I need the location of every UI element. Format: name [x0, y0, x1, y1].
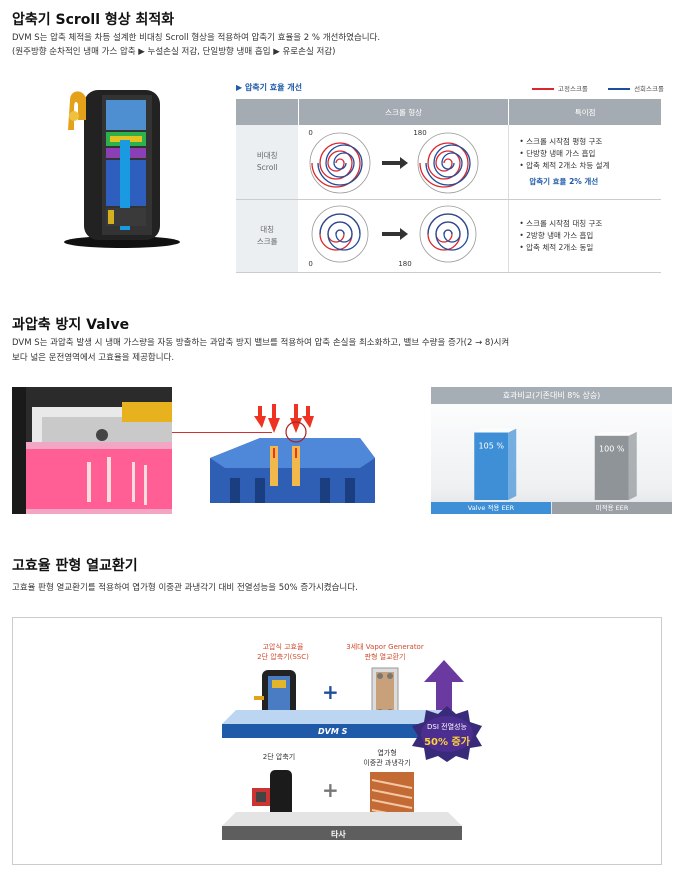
bar-value-label: 100 % — [599, 445, 625, 454]
caption-double-tube: 엽가형 이중관 과냉각기 — [363, 749, 411, 767]
feature-item: • 압축 체적 2개소 차등 설계 — [519, 161, 610, 170]
features-asymmetric: • 스크롤 시작점 평형 구조 • 단방향 냉매 가스 흡입 • 압축 체적 2… — [508, 125, 661, 200]
table-row-asymmetric: 비대칭 Scroll 0 180 — [236, 125, 661, 200]
row-label-line2: Scroll — [256, 163, 278, 172]
bar-side — [508, 428, 517, 500]
bar-top — [474, 428, 517, 433]
scroll-shape-symmetric: 0 180 — [298, 199, 510, 273]
section-desc-line2: 보다 넓은 운전영역에서 고효율을 제공합니다. — [12, 353, 175, 363]
feature-item: • 단방향 냉매 가스 흡입 — [519, 149, 596, 158]
feature-highlight: 압축기 효율 2% 개선 — [529, 177, 599, 186]
row-label-symmetric: 대칭 스크롤 — [236, 199, 299, 273]
caption-vapor-generator: 3세대 Vapor Generator 판형 열교환기 — [346, 643, 424, 661]
section-desc-line2: (원주방향 순차적인 냉매 가스 압축 ▶ 누설손실 저감, 단일방향 냉매 흡… — [12, 47, 336, 57]
row-label-line1: 비대칭 — [256, 151, 278, 160]
feature-item: • 압축 체적 2개소 동일 — [519, 243, 594, 252]
angle-label-0: 0 — [308, 129, 313, 137]
scroll-diagram-asymmetric — [309, 132, 479, 194]
scroll-comparison-table: 스크롤 형상 특이점 비대칭 Scroll 0 180 — [236, 99, 661, 273]
bar-value-label: 105 % — [479, 442, 505, 451]
legend: 고정스크롤 선회스크롤 — [532, 83, 664, 93]
valve-closeup-image — [12, 387, 172, 514]
bar-side — [628, 431, 637, 500]
angle-label-180: 180 — [398, 260, 412, 268]
pointer-line — [172, 432, 272, 433]
table-row-symmetric: 대칭 스크롤 0 180 — [236, 199, 661, 273]
platform-label-others: 타사 — [331, 830, 346, 839]
features-symmetric: • 스크롤 시작점 대칭 구조 • 2방향 냉매 가스 흡입 • 압축 체적 2… — [508, 199, 661, 273]
feature-item: • 스크롤 시작점 평형 구조 — [519, 137, 603, 146]
arrow-icon — [382, 157, 409, 169]
panel-title: ▶ 압축기 효율 개선 — [236, 83, 303, 92]
bar-category-label: Valve 적용 EER — [431, 502, 551, 514]
section-desc-line1: 고효율 판형 열교환기를 적용하여 엽가형 이중관 과냉각기 대비 전열성능을 … — [12, 583, 358, 593]
arrow-up-icon — [254, 406, 266, 428]
arrow-up-icon — [290, 404, 302, 433]
2stage-compressor-image — [252, 770, 292, 820]
legend-fixed-swatch — [532, 88, 554, 90]
performance-badge — [412, 706, 482, 762]
arrow-up-icon — [302, 406, 314, 428]
legend-orbiting-swatch — [608, 88, 631, 90]
table-header-feature: 특이점 — [508, 99, 661, 125]
caption-2stage-compressor: 2단 압축기 — [262, 753, 296, 761]
bar-1: 100 % — [594, 431, 637, 500]
section-desc-line1: DVM S는 과압축 발생 시 냉매 가스량을 자동 방출하는 과압축 방지 밸… — [12, 338, 510, 348]
arrow-icon — [382, 228, 409, 240]
section-title-scroll: 압축기 Scroll 형상 최적화 — [12, 12, 175, 28]
section-title-valve: 과압축 방지 Valve — [12, 317, 130, 333]
section-desc-line1: DVM S는 압축 체적을 차등 설계한 비대칭 Scroll 형상을 적용하여… — [12, 33, 381, 43]
angle-label-0: 0 — [308, 260, 313, 268]
bar-top — [594, 431, 637, 436]
platform-dvm-s — [222, 710, 462, 738]
bar-front — [474, 432, 509, 500]
feature-item: • 2방향 냉매 가스 흡입 — [519, 231, 594, 240]
row-label-line1: 대칭 — [260, 225, 275, 234]
feature-item: • 스크롤 시작점 대칭 구조 — [519, 219, 603, 228]
valve-cross-section-image — [210, 404, 375, 503]
arrow-up-icon — [424, 660, 464, 710]
legend-orbiting-label: 선회스크롤 — [634, 85, 664, 93]
plus-sign: + — [322, 778, 339, 802]
scroll-diagram-symmetric — [311, 205, 477, 263]
chart-title: 효과비교(기존대비 8% 상승) — [431, 387, 672, 404]
bar-category-label: 미적용 EER — [552, 502, 672, 514]
badge-line2: 50% 증가 — [424, 737, 470, 748]
platform-label-dvm-s: DVM S — [318, 727, 348, 736]
ssc-compressor-image — [254, 670, 296, 722]
angle-label-180: 180 — [413, 129, 427, 137]
scroll-shape-asymmetric: 0 180 — [298, 125, 510, 200]
row-label-line2: 스크롤 — [256, 237, 278, 246]
platform-others — [222, 812, 462, 840]
table-header-shape: 스크롤 형상 — [298, 99, 510, 125]
caption-ssc: 고압식 고효율 2단 압축기(SSC) — [257, 643, 309, 661]
legend-fixed-label: 고정스크롤 — [558, 85, 588, 93]
compressor-cutaway-image — [64, 90, 180, 248]
section-title-heat-exchanger: 고효율 판형 열교환기 — [12, 558, 138, 574]
bar-front — [594, 435, 629, 500]
table-header-empty — [236, 99, 299, 125]
plus-sign: + — [322, 680, 339, 704]
badge-line1: DSI 전열성능 — [427, 723, 467, 731]
bar-0: 105 % — [474, 428, 517, 500]
row-label-asymmetric: 비대칭 Scroll — [236, 125, 299, 200]
efficiency-bar-chart: 105 % 100 % — [474, 428, 637, 500]
arrow-up-icon — [268, 404, 280, 433]
